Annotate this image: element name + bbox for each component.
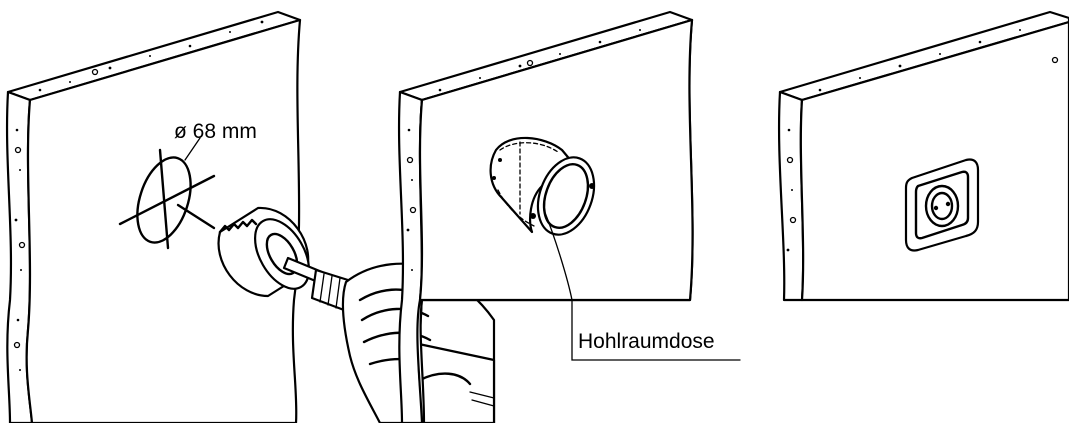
cavity-box-label: Hohlraumdose xyxy=(578,330,715,354)
panel-finished-socket xyxy=(779,12,1069,300)
wall-board-3 xyxy=(779,12,1069,300)
hole-diameter-label: ø 68 mm xyxy=(174,120,257,144)
